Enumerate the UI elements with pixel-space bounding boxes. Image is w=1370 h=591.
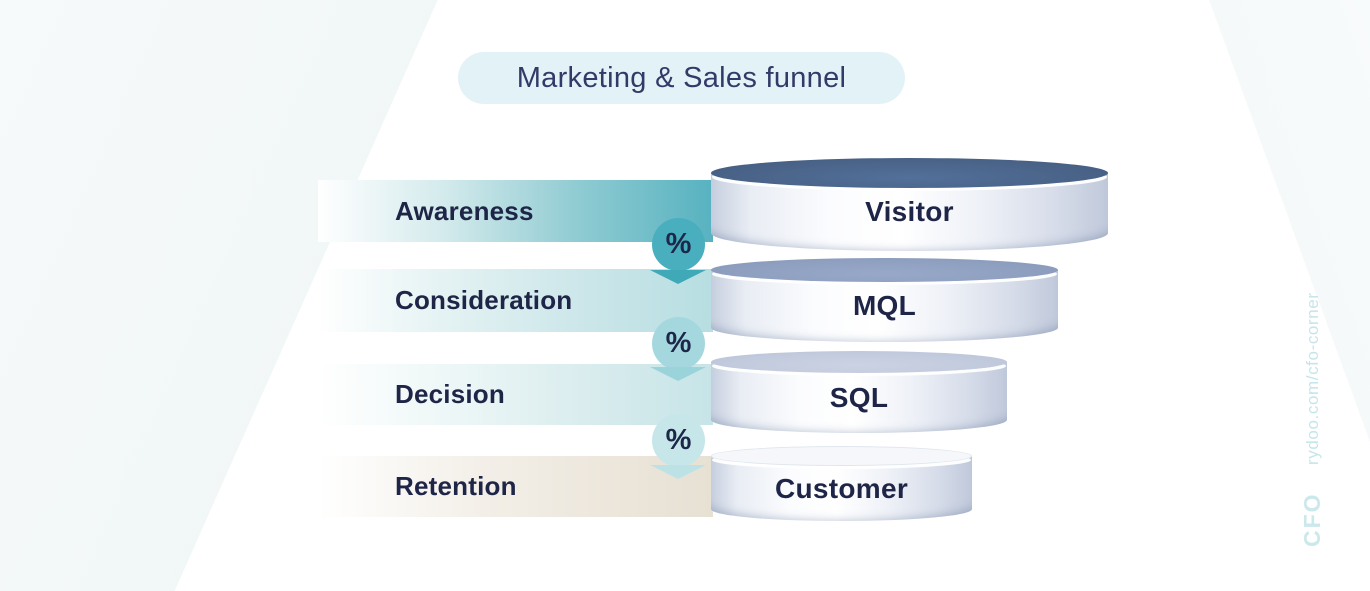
conversion-rate-badge-2: % (652, 317, 705, 370)
stage-label-decision: Decision (395, 379, 505, 409)
cylinder-body (711, 270, 1058, 342)
cylinder-top-ellipse (711, 351, 1007, 373)
funnel-level-mql: MQL (852, 290, 917, 321)
percent-icon: % (665, 327, 692, 359)
stage-bar-awareness: Awareness (318, 180, 713, 242)
stage-bar-decision: Decision (318, 364, 713, 425)
stage-label-consideration: Consideration (395, 285, 573, 315)
funnel-level-customer: Customer (774, 472, 909, 504)
percent-icon: % (665, 424, 692, 456)
watermark-logo-cfo: CFO (1299, 492, 1325, 547)
stage-bar-retention: Retention (318, 456, 713, 517)
diagram-title: Marketing & Sales funnel (516, 61, 847, 94)
background-beam-right (1180, 0, 1370, 591)
cylinder-top-ellipse (711, 258, 1058, 282)
funnel-level-sql: SQL (829, 381, 889, 413)
cylinder-body (711, 456, 972, 521)
watermark-url: rydoo.com/cfo-corner (1303, 292, 1322, 466)
cylinder-top-ellipse (711, 158, 1108, 188)
conversion-rate-badge-1: % (652, 218, 705, 271)
cylinder-body (711, 362, 1007, 433)
cylinder-top-ellipse (711, 446, 972, 466)
percent-icon: % (665, 228, 692, 260)
stage-label-awareness: Awareness (395, 195, 534, 226)
stage-bar-consideration: Consideration (318, 269, 713, 332)
funnel-level-visitor: Visitor (865, 196, 954, 227)
diagram-title-pill: Marketing & Sales funnel (458, 52, 905, 104)
stage-label-retention: Retention (395, 471, 517, 501)
conversion-rate-badge-3: % (652, 414, 705, 467)
